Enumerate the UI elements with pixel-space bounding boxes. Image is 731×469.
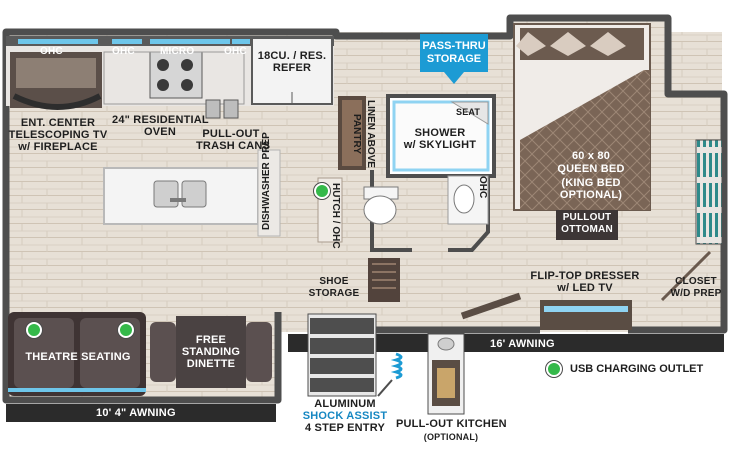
cooktop	[149, 51, 203, 99]
awning-right-label: 16' AWNING	[490, 338, 555, 350]
shoe-storage-label: SHOE STORAGE	[308, 276, 360, 299]
entertainment-center-label: ENT. CENTER TELESCOPING TV w/ FIREPLACE	[8, 117, 108, 153]
dishwasher-cabinet	[257, 149, 281, 237]
entertainment-center	[10, 52, 102, 110]
ohc-mid-label: OHC	[112, 46, 135, 57]
shock-absorber-spring-icon	[390, 352, 403, 380]
ohc-right-label: OHC	[224, 46, 247, 57]
bed-name-label: QUEEN BED	[557, 163, 625, 175]
shower-label: SHOWER w/ SKYLIGHT	[403, 127, 477, 151]
dinette	[150, 316, 272, 388]
entry-line2: SHOCK ASSIST	[302, 410, 388, 422]
usb-legend-icon	[546, 361, 562, 377]
kitchen-island	[103, 167, 259, 225]
shoe-storage	[368, 258, 400, 302]
pullout-kitchen-optional: (OPTIONAL)	[423, 432, 479, 442]
usb-outlet-hutch	[314, 183, 330, 199]
usb-outlet-seat-left	[26, 322, 42, 338]
usb-legend-label: USB CHARGING OUTLET	[570, 363, 704, 375]
entry-line3: 4 STEP ENTRY	[304, 422, 386, 434]
pass-thru-storage-callout: PASS-THRU STORAGE	[420, 34, 488, 84]
pullout-kitchen	[427, 333, 465, 415]
awning-left-label: 10' 4" AWNING	[96, 407, 176, 419]
bed-size-label: 60 x 80	[571, 150, 611, 162]
dresser-label: FLIP-TOP DRESSER w/ LED TV	[530, 270, 640, 294]
usb-outlet-seat-right	[118, 322, 134, 338]
awning-left-bar	[6, 404, 276, 422]
refrigerator	[251, 37, 333, 105]
kitchen-counter	[103, 51, 245, 105]
trash-cans	[205, 99, 239, 119]
bed-option-label: (KING BED OPTIONAL)	[559, 177, 623, 201]
pullout-kitchen-label: PULL-OUT KITCHEN	[396, 418, 507, 430]
theatre-seating-label: THEATRE SEATING	[25, 351, 131, 363]
microwave-label: MICRO	[160, 46, 195, 57]
refrigerator-label: 18CU. / RES. REFER	[257, 50, 327, 74]
pantry-label: PANTRY	[351, 114, 362, 154]
ohc-bath-label: OHC	[477, 176, 488, 199]
oven-label: 24" RESIDENTIAL OVEN	[112, 114, 209, 138]
toilet	[363, 186, 399, 225]
pullout-ottoman	[556, 210, 618, 240]
dishwasher-label: DISHWASHER PREP	[261, 132, 272, 230]
closet-label: CLOSET W/D PREP	[670, 276, 722, 299]
dresser	[460, 292, 632, 330]
entry-line1: ALUMINUM	[314, 398, 376, 410]
bathroom-sink	[447, 175, 489, 225]
linen-above-label: LINEN ABOVE	[365, 100, 376, 168]
pantry-cabinet	[338, 96, 366, 170]
ottoman-label: PULLOUT OTTOMAN	[561, 212, 613, 235]
awning-right-bar	[288, 334, 724, 352]
queen-bed	[513, 23, 651, 211]
entry-steps	[307, 313, 393, 397]
usb-legend: USB CHARGING OUTLET	[546, 361, 703, 377]
hutch-label: HUTCH / OHC	[330, 183, 341, 249]
ohc-left-label: OHC	[40, 46, 63, 57]
dinette-label: FREE STANDING DINETTE	[181, 334, 241, 370]
seat-label: SEAT	[456, 107, 481, 117]
closet	[660, 139, 723, 302]
trash-cans-label: PULL-OUT TRASH CANS	[196, 128, 271, 152]
shower	[386, 94, 496, 178]
